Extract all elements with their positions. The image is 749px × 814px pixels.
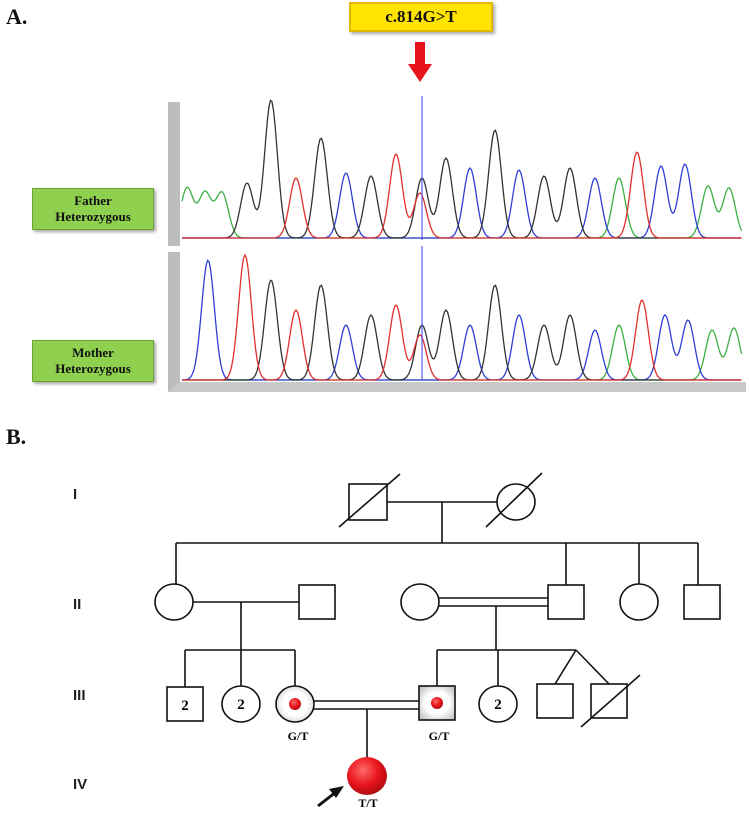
proband-arrow-icon bbox=[317, 786, 344, 808]
gen-ii-female-3 bbox=[619, 583, 659, 621]
mother-label-line2: Heterozygous bbox=[55, 361, 131, 376]
father-label-line1: Father bbox=[74, 193, 112, 208]
gen-ii-female-2 bbox=[400, 583, 440, 621]
trace-a bbox=[182, 324, 743, 381]
panel-label-b: B. bbox=[6, 424, 27, 449]
gen-i-male-deceased bbox=[338, 473, 401, 528]
gen-iii-male-group bbox=[166, 686, 204, 722]
generation-label-ii: II bbox=[73, 596, 82, 613]
mother-genotype-label: Mother Heterozygous bbox=[32, 340, 154, 382]
trace-c bbox=[182, 163, 742, 239]
father-chromatogram-traces bbox=[181, 99, 743, 239]
generation-label-iv: IV bbox=[73, 776, 88, 793]
carrier-father bbox=[418, 685, 456, 721]
gen-ii-male-1 bbox=[298, 584, 336, 620]
carrier-mother bbox=[275, 685, 315, 723]
trace-t bbox=[182, 151, 742, 239]
gen-iii-female-group-2-count: 2 bbox=[494, 697, 502, 713]
trace-t bbox=[182, 253, 742, 381]
generation-label-iii: III bbox=[73, 687, 86, 704]
trace-c bbox=[181, 259, 742, 381]
gen-iii-female-group-2 bbox=[478, 685, 518, 723]
gen-i-female-deceased bbox=[485, 472, 543, 528]
mother-chromatogram-traces bbox=[181, 253, 743, 381]
pedigree-lines bbox=[175, 501, 699, 760]
carrier-father-genotype: G/T bbox=[429, 729, 450, 743]
gen-ii-male-3 bbox=[683, 584, 721, 620]
panel-label-a: A. bbox=[6, 4, 28, 29]
proband-genotype: T/T bbox=[358, 796, 377, 810]
carrier-dot-icon bbox=[289, 698, 301, 710]
gen-iii-male-group-count: 2 bbox=[181, 698, 189, 714]
carrier-mother-genotype: G/T bbox=[288, 729, 309, 743]
mother-label-line1: Mother bbox=[72, 345, 114, 360]
gen-iii-female-group-count: 2 bbox=[237, 697, 245, 713]
carrier-dot-icon bbox=[431, 697, 443, 709]
gen-ii-male-2 bbox=[547, 584, 585, 620]
trace-g bbox=[182, 99, 742, 239]
generation-label-i: I bbox=[73, 486, 78, 503]
father-genotype-label: Father Heterozygous bbox=[32, 188, 154, 230]
proband-affected-female bbox=[347, 757, 387, 795]
gen-iii-female-group bbox=[221, 685, 261, 723]
trace-g bbox=[182, 279, 742, 381]
gen-iii-twin-male-deceased bbox=[580, 674, 641, 728]
mutation-arrow-icon bbox=[408, 42, 432, 82]
mutation-label: c.814G>T bbox=[349, 2, 493, 32]
gen-iii-twin-male bbox=[536, 683, 574, 719]
gen-ii-female-1 bbox=[154, 583, 194, 621]
father-label-line2: Heterozygous bbox=[55, 209, 131, 224]
